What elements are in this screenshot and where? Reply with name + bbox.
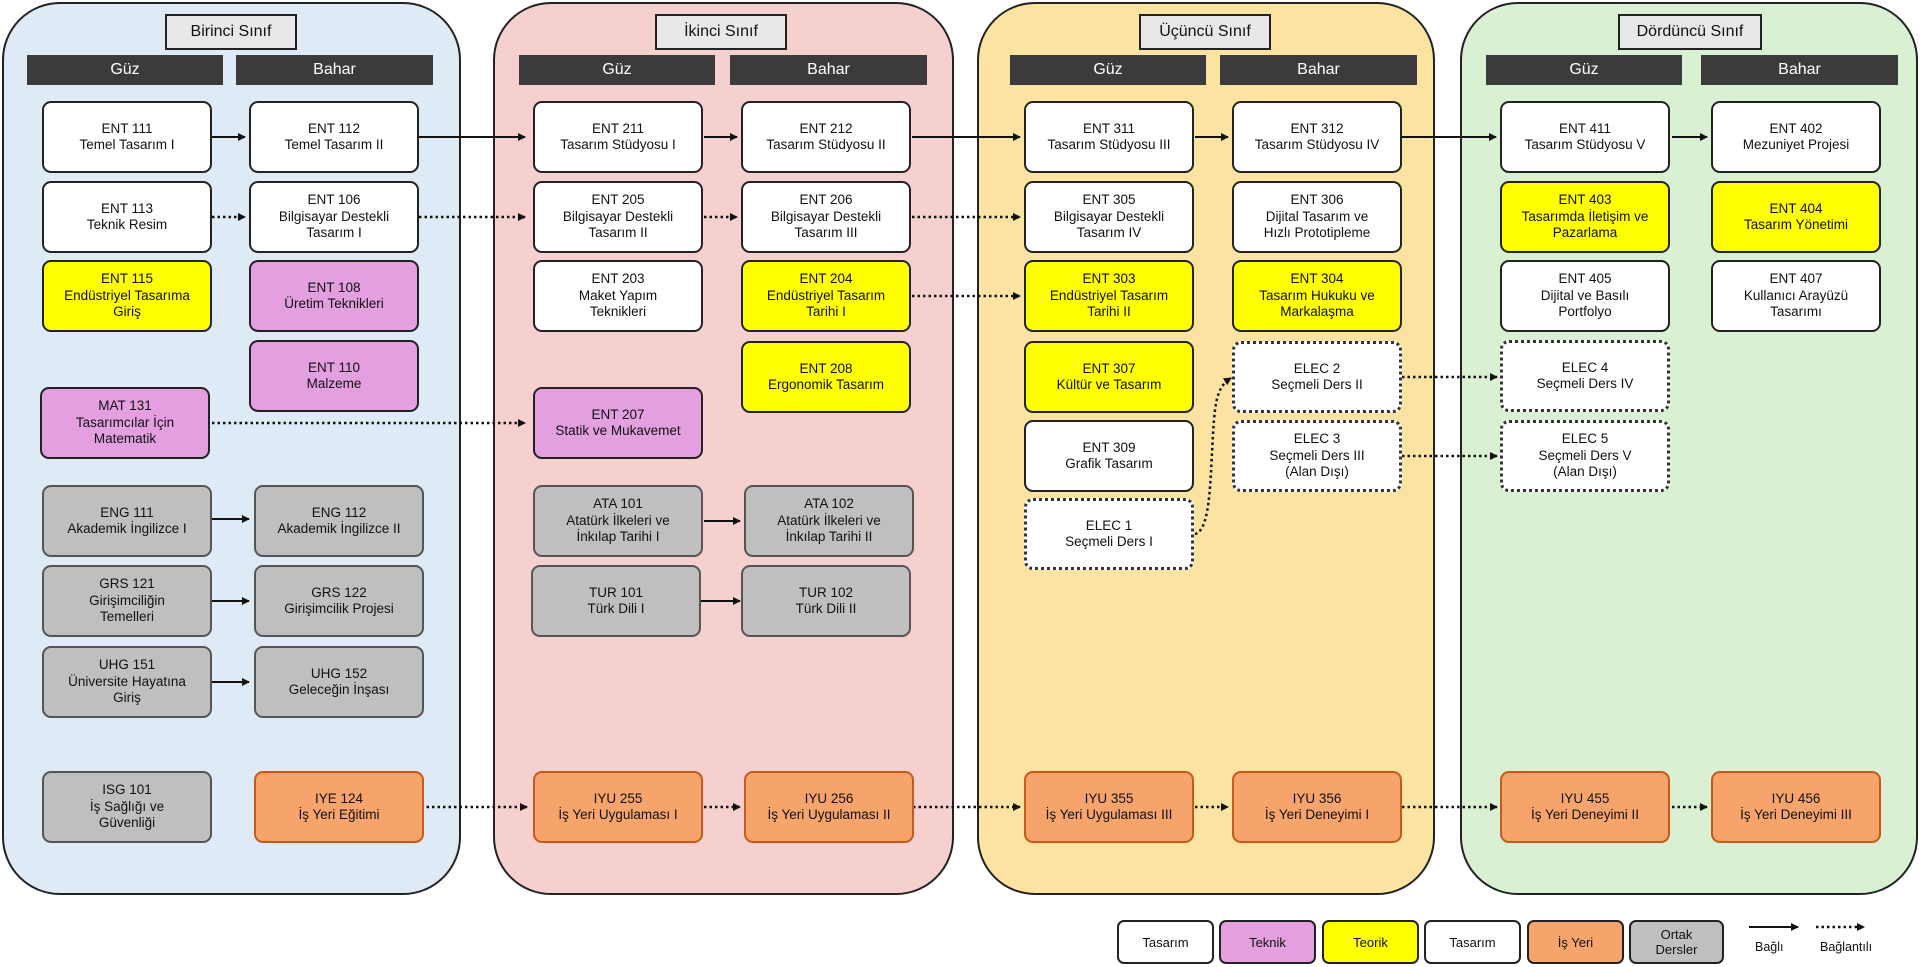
arrow-dotted: [1194, 376, 1232, 536]
semester-spring-4: Bahar: [1701, 55, 1898, 85]
semester-fall-1: Güz: [27, 55, 223, 85]
semester-spring-1: Bahar: [236, 55, 433, 85]
year-title-2: İkinci Sınıf: [655, 14, 787, 50]
semester-fall-3: Güz: [1010, 55, 1206, 85]
semester-spring-3: Bahar: [1220, 55, 1417, 85]
legend-tasarim-elective: Tasarım: [1424, 920, 1521, 964]
year-title-1: Birinci Sınıf: [165, 14, 297, 50]
legend-teorik: Teorik: [1322, 920, 1419, 964]
legend-bagli-label: Bağlı: [1755, 940, 1784, 954]
semester-spring-2: Bahar: [730, 55, 927, 85]
legend-is-yeri: İş Yeri: [1527, 920, 1624, 964]
semester-fall-4: Güz: [1486, 55, 1682, 85]
legend-baglantili-label: Bağlantılı: [1820, 940, 1873, 954]
year-title-4: Dördüncü Sınıf: [1618, 14, 1762, 50]
legend-ortak-dersler: Ortak Dersler: [1629, 920, 1724, 964]
year-title-3: Üçüncü Sınıf: [1139, 14, 1271, 50]
legend-tasarim: Tasarım: [1117, 920, 1214, 964]
legend-teknik: Teknik: [1219, 920, 1316, 964]
semester-fall-2: Güz: [519, 55, 715, 85]
